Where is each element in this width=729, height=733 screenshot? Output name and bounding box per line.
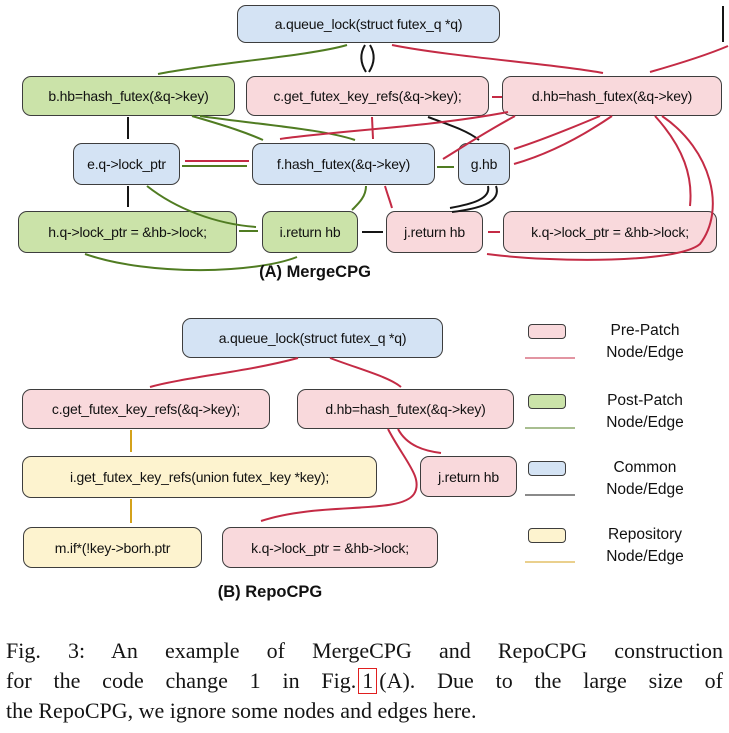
node-b-a-queue-lock: a.queue_lock(struct futex_q *q) — [182, 318, 443, 358]
node-b-j-return-hb: j.return hb — [420, 456, 517, 497]
legend-label-line2: Node/Edge — [606, 481, 684, 498]
node-f-hash-futex: f.hash_futex(&q->key) — [252, 143, 435, 185]
legend-label: Common Node/Edge — [570, 457, 720, 501]
node-label: g.hb — [470, 156, 498, 172]
node-j-return-hb: j.return hb — [386, 211, 483, 253]
node-d-hb-hash-futex: d.hb=hash_futex(&q->key) — [502, 76, 722, 116]
node-e-q-lock-ptr: e.q->lock_ptr — [73, 143, 180, 185]
edge-g-to-j-2 — [451, 185, 498, 213]
edge-d-to-f-arc — [279, 111, 509, 140]
node-c-get-futex-key-refs: c.get_futex_key_refs(&q->key); — [246, 76, 489, 116]
legend-label-line1: Pre-Patch — [610, 322, 680, 339]
panel-a-caption: (A) MergeCPG — [259, 263, 371, 281]
repository-edge-arrow-icon — [525, 561, 575, 563]
edge-b-a-to-d — [329, 357, 402, 388]
legend-label-line1: Repository — [607, 526, 683, 543]
legend-item-common: Common Node/Edge — [520, 459, 729, 509]
caption-line-2-pre: for the code change 1 in Fig. — [6, 668, 357, 693]
repository-node-swatch — [528, 528, 566, 543]
node-i-return-hb: i.return hb — [262, 211, 358, 253]
edge-c-to-f — [371, 116, 374, 140]
node-g-hb: g.hb — [458, 143, 510, 185]
legend-label-line2: Node/Edge — [606, 344, 684, 361]
node-b-hb-hash-futex: b.hb=hash_futex(&q->key) — [22, 76, 235, 116]
node-label: j.return hb — [404, 224, 465, 240]
node-label: h.q->lock_ptr = &hb->lock; — [48, 224, 207, 240]
common-node-swatch — [528, 461, 566, 476]
legend-label-line1: Common — [613, 459, 677, 476]
node-label: m.if*(!key->borh.ptr — [54, 539, 171, 556]
node-label: a.queue_lock(struct futex_q *q) — [274, 16, 463, 32]
node-label: a.queue_lock(struct futex_q *q) — [218, 330, 407, 346]
edge-f-to-j — [384, 185, 393, 209]
post-patch-edge-arrow-icon — [525, 427, 575, 429]
node-b-m-if-key-borh-ptr: m.if*(!key->borh.ptr — [23, 527, 202, 568]
node-label: i.return hb — [279, 224, 341, 240]
node-label: d.hb=hash_futex(&q->key) — [531, 88, 693, 104]
node-label: i.get_futex_key_refs(union futex_key *ke… — [69, 469, 330, 485]
edge-b-to-f-2 — [199, 115, 356, 141]
node-b-c-get-futex-key-refs: c.get_futex_key_refs(&q->key); — [22, 389, 270, 429]
edge-f-to-i — [351, 185, 367, 211]
edge-a-to-c-1 — [360, 44, 367, 73]
node-label: k.q->lock_ptr = &hb->lock; — [251, 539, 409, 556]
figure-1-reference-link[interactable]: 1 — [358, 668, 378, 694]
node-label: j.return hb — [438, 468, 499, 485]
node-label: b.hb=hash_futex(&q->key) — [48, 88, 209, 104]
legend-item-pre-patch: Pre-Patch Node/Edge — [520, 322, 729, 372]
edge-a-to-b — [157, 44, 348, 75]
legend-label-line2: Node/Edge — [606, 548, 684, 565]
post-patch-node-swatch — [528, 394, 566, 409]
common-edge-arrow-icon — [525, 494, 575, 496]
node-label: d.hb=hash_futex(&q->key) — [325, 401, 486, 417]
edge-g-to-j-1 — [449, 185, 490, 209]
node-label: f.hash_futex(&q->key) — [276, 156, 411, 172]
edge-d-to-g-2 — [513, 115, 613, 165]
node-label: k.q->lock_ptr = &hb->lock; — [531, 224, 689, 240]
node-label: e.q->lock_ptr — [87, 156, 166, 172]
legend-item-repository: Repository Node/Edge — [520, 526, 729, 576]
edge-c-to-g — [427, 116, 480, 141]
edge-b-a-to-c — [149, 357, 299, 388]
node-k-q-lock-ptr: k.q->lock_ptr = &hb->lock; — [503, 211, 717, 253]
node-b-i-get-futex-key-refs: i.get_futex_key_refs(union futex_key *ke… — [22, 456, 377, 498]
caption-line-1: Fig. 3: An example of MergeCPG and RepoC… — [6, 638, 723, 663]
legend-label-line2: Node/Edge — [606, 414, 684, 431]
legend-label: Post-Patch Node/Edge — [570, 390, 720, 434]
edge-a-to-d — [391, 44, 604, 74]
legend-label-line1: Post-Patch — [607, 392, 683, 409]
legend-item-post-patch: Post-Patch Node/Edge — [520, 392, 729, 442]
node-h-q-lock-ptr: h.q->lock_ptr = &hb->lock; — [18, 211, 237, 253]
edge-b-to-f-1 — [191, 115, 264, 141]
node-a-queue-lock: a.queue_lock(struct futex_q *q) — [237, 5, 500, 43]
caption-line-2-post: (A). Due to the large size of — [379, 668, 724, 693]
edge-d-to-g-1 — [513, 115, 601, 150]
edge-a-to-c-2 — [368, 44, 375, 73]
pre-patch-edge-arrow-icon — [525, 357, 575, 359]
node-label: c.get_futex_key_refs(&q->key); — [273, 88, 462, 104]
pre-patch-node-swatch — [528, 324, 566, 339]
caption-line-2: for the code change 1 in Fig.1(A). Due t… — [6, 666, 723, 696]
legend-label: Pre-Patch Node/Edge — [570, 320, 720, 364]
edge-b-d-to-j — [397, 428, 442, 454]
panel-b-caption: (B) RepoCPG — [217, 583, 323, 601]
node-label: c.get_futex_key_refs(&q->key); — [51, 401, 241, 417]
legend-label: Repository Node/Edge — [570, 524, 720, 568]
figure-caption: Fig. 3: An example of MergeCPG and RepoC… — [6, 636, 723, 726]
caption-line-3: the RepoCPG, we ignore some nodes and ed… — [6, 698, 477, 723]
edge-clipped-right-red — [649, 45, 729, 73]
node-b-d-hb-hash-futex: d.hb=hash_futex(&q->key) — [297, 389, 514, 429]
node-b-k-q-lock-ptr: k.q->lock_ptr = &hb->lock; — [222, 527, 438, 568]
edge-d-to-k — [654, 115, 692, 207]
